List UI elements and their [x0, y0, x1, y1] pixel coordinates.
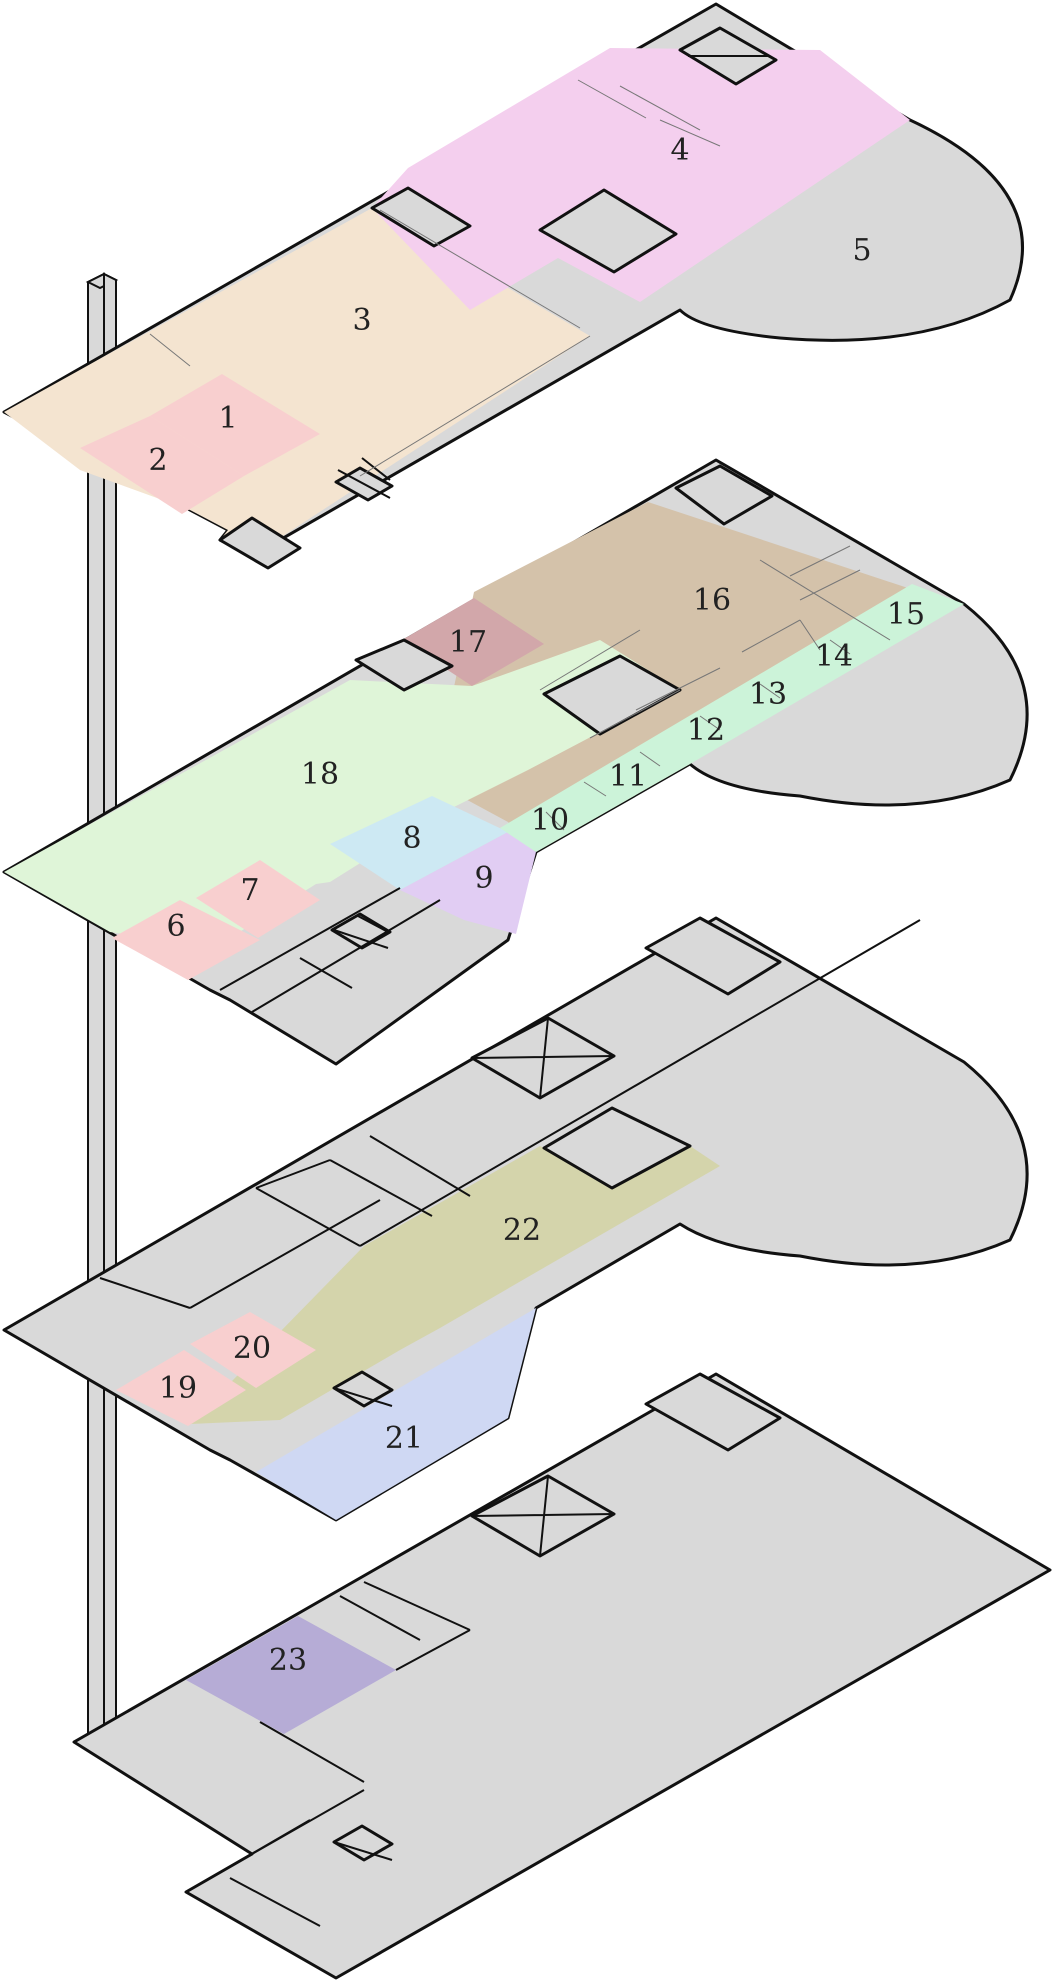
room-19-area	[116, 1350, 246, 1426]
corridor-10-15-area	[500, 584, 964, 852]
room-9-area	[400, 832, 536, 934]
room-7-area	[196, 860, 320, 938]
room-label-1: 1	[218, 401, 237, 436]
level-3-void	[542, 1106, 692, 1190]
level-2-block	[354, 638, 454, 692]
room-label-10: 10	[531, 803, 569, 838]
room-label-4: 4	[670, 133, 689, 168]
room-18-area	[4, 640, 680, 948]
room-label-21: 21	[385, 1421, 423, 1456]
vertical-post	[85, 272, 119, 1736]
room-label-17: 17	[449, 625, 487, 660]
level-bottom: 23	[72, 1372, 1052, 1980]
room-label-23: 23	[269, 1643, 307, 1678]
level-3: 19 20 21 22	[2, 916, 1029, 1522]
room-4-area	[372, 48, 910, 310]
level-top-small-block	[218, 516, 302, 570]
room-8-area	[330, 796, 508, 890]
room-label-2: 2	[148, 443, 167, 478]
room-20-area	[190, 1312, 316, 1388]
level-top-corridor-block	[370, 186, 472, 248]
room-label-12: 12	[687, 713, 725, 748]
room-21-area	[256, 1308, 536, 1520]
room-6-area	[112, 900, 260, 980]
room-23-area	[186, 1616, 396, 1734]
room-label-9: 9	[474, 861, 493, 896]
room-label-5: 5	[852, 233, 871, 268]
room-label-15: 15	[887, 597, 925, 632]
room-label-7: 7	[240, 873, 259, 908]
room-label-11: 11	[609, 759, 647, 794]
room-2-area	[80, 416, 244, 514]
room-label-18: 18	[301, 757, 339, 792]
room-label-3: 3	[352, 303, 371, 338]
level-2: 6 7 8 9 10 11 12 13 14 15 16 17 18	[2, 458, 1029, 1066]
room-1-area	[150, 374, 320, 476]
room-22-area	[190, 1146, 720, 1424]
level-top-void	[538, 188, 678, 274]
room-label-19: 19	[159, 1371, 197, 1406]
room-label-13: 13	[749, 677, 787, 712]
room-label-22: 22	[503, 1213, 541, 1248]
room-label-16: 16	[693, 583, 731, 618]
room-label-14: 14	[815, 639, 853, 674]
room-label-20: 20	[233, 1331, 271, 1366]
room-17-area	[402, 598, 544, 686]
room-16-area	[434, 502, 920, 852]
room-label-8: 8	[402, 821, 421, 856]
room-label-6: 6	[166, 909, 185, 944]
level-top: 1 2 3 4 5	[2, 2, 1024, 570]
